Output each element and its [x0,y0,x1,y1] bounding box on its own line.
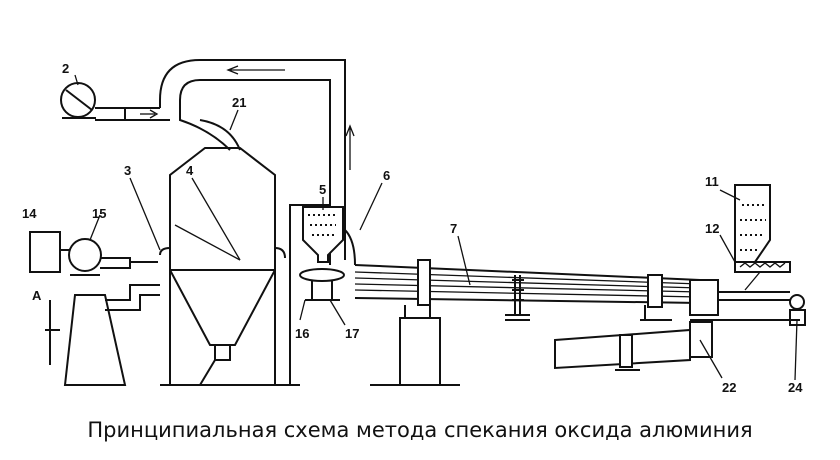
label-6: 6 [383,168,390,183]
label-11: 11 [705,174,719,189]
label-12: 12 [705,221,719,236]
label-24: 24 [788,380,803,395]
fan-2 [60,82,126,121]
feed-hopper-11 [734,184,791,291]
leader-lines [74,74,798,381]
label-A: A [32,288,42,303]
sintering-cyclone-4 [159,147,286,386]
gas-duct [125,59,356,266]
feed-hopper-5 [285,204,345,386]
label-16: 16 [295,326,309,341]
cooler-22 [554,321,713,371]
label-5: 5 [319,182,326,197]
label-21: 21 [232,95,246,110]
label-22: 22 [722,380,736,395]
diagram-caption: Принципиальная схема метода спекания окс… [87,418,753,442]
label-2: 2 [62,61,69,76]
blower-15 [29,231,158,276]
label-14: 14 [22,206,37,221]
label-15: 15 [92,206,106,221]
label-17: 17 [345,326,359,341]
label-3: 3 [124,163,131,178]
label-7: 7 [450,221,457,236]
label-4: 4 [186,163,194,178]
rotary-kiln-7 [354,259,806,386]
furnace-A [45,284,160,386]
